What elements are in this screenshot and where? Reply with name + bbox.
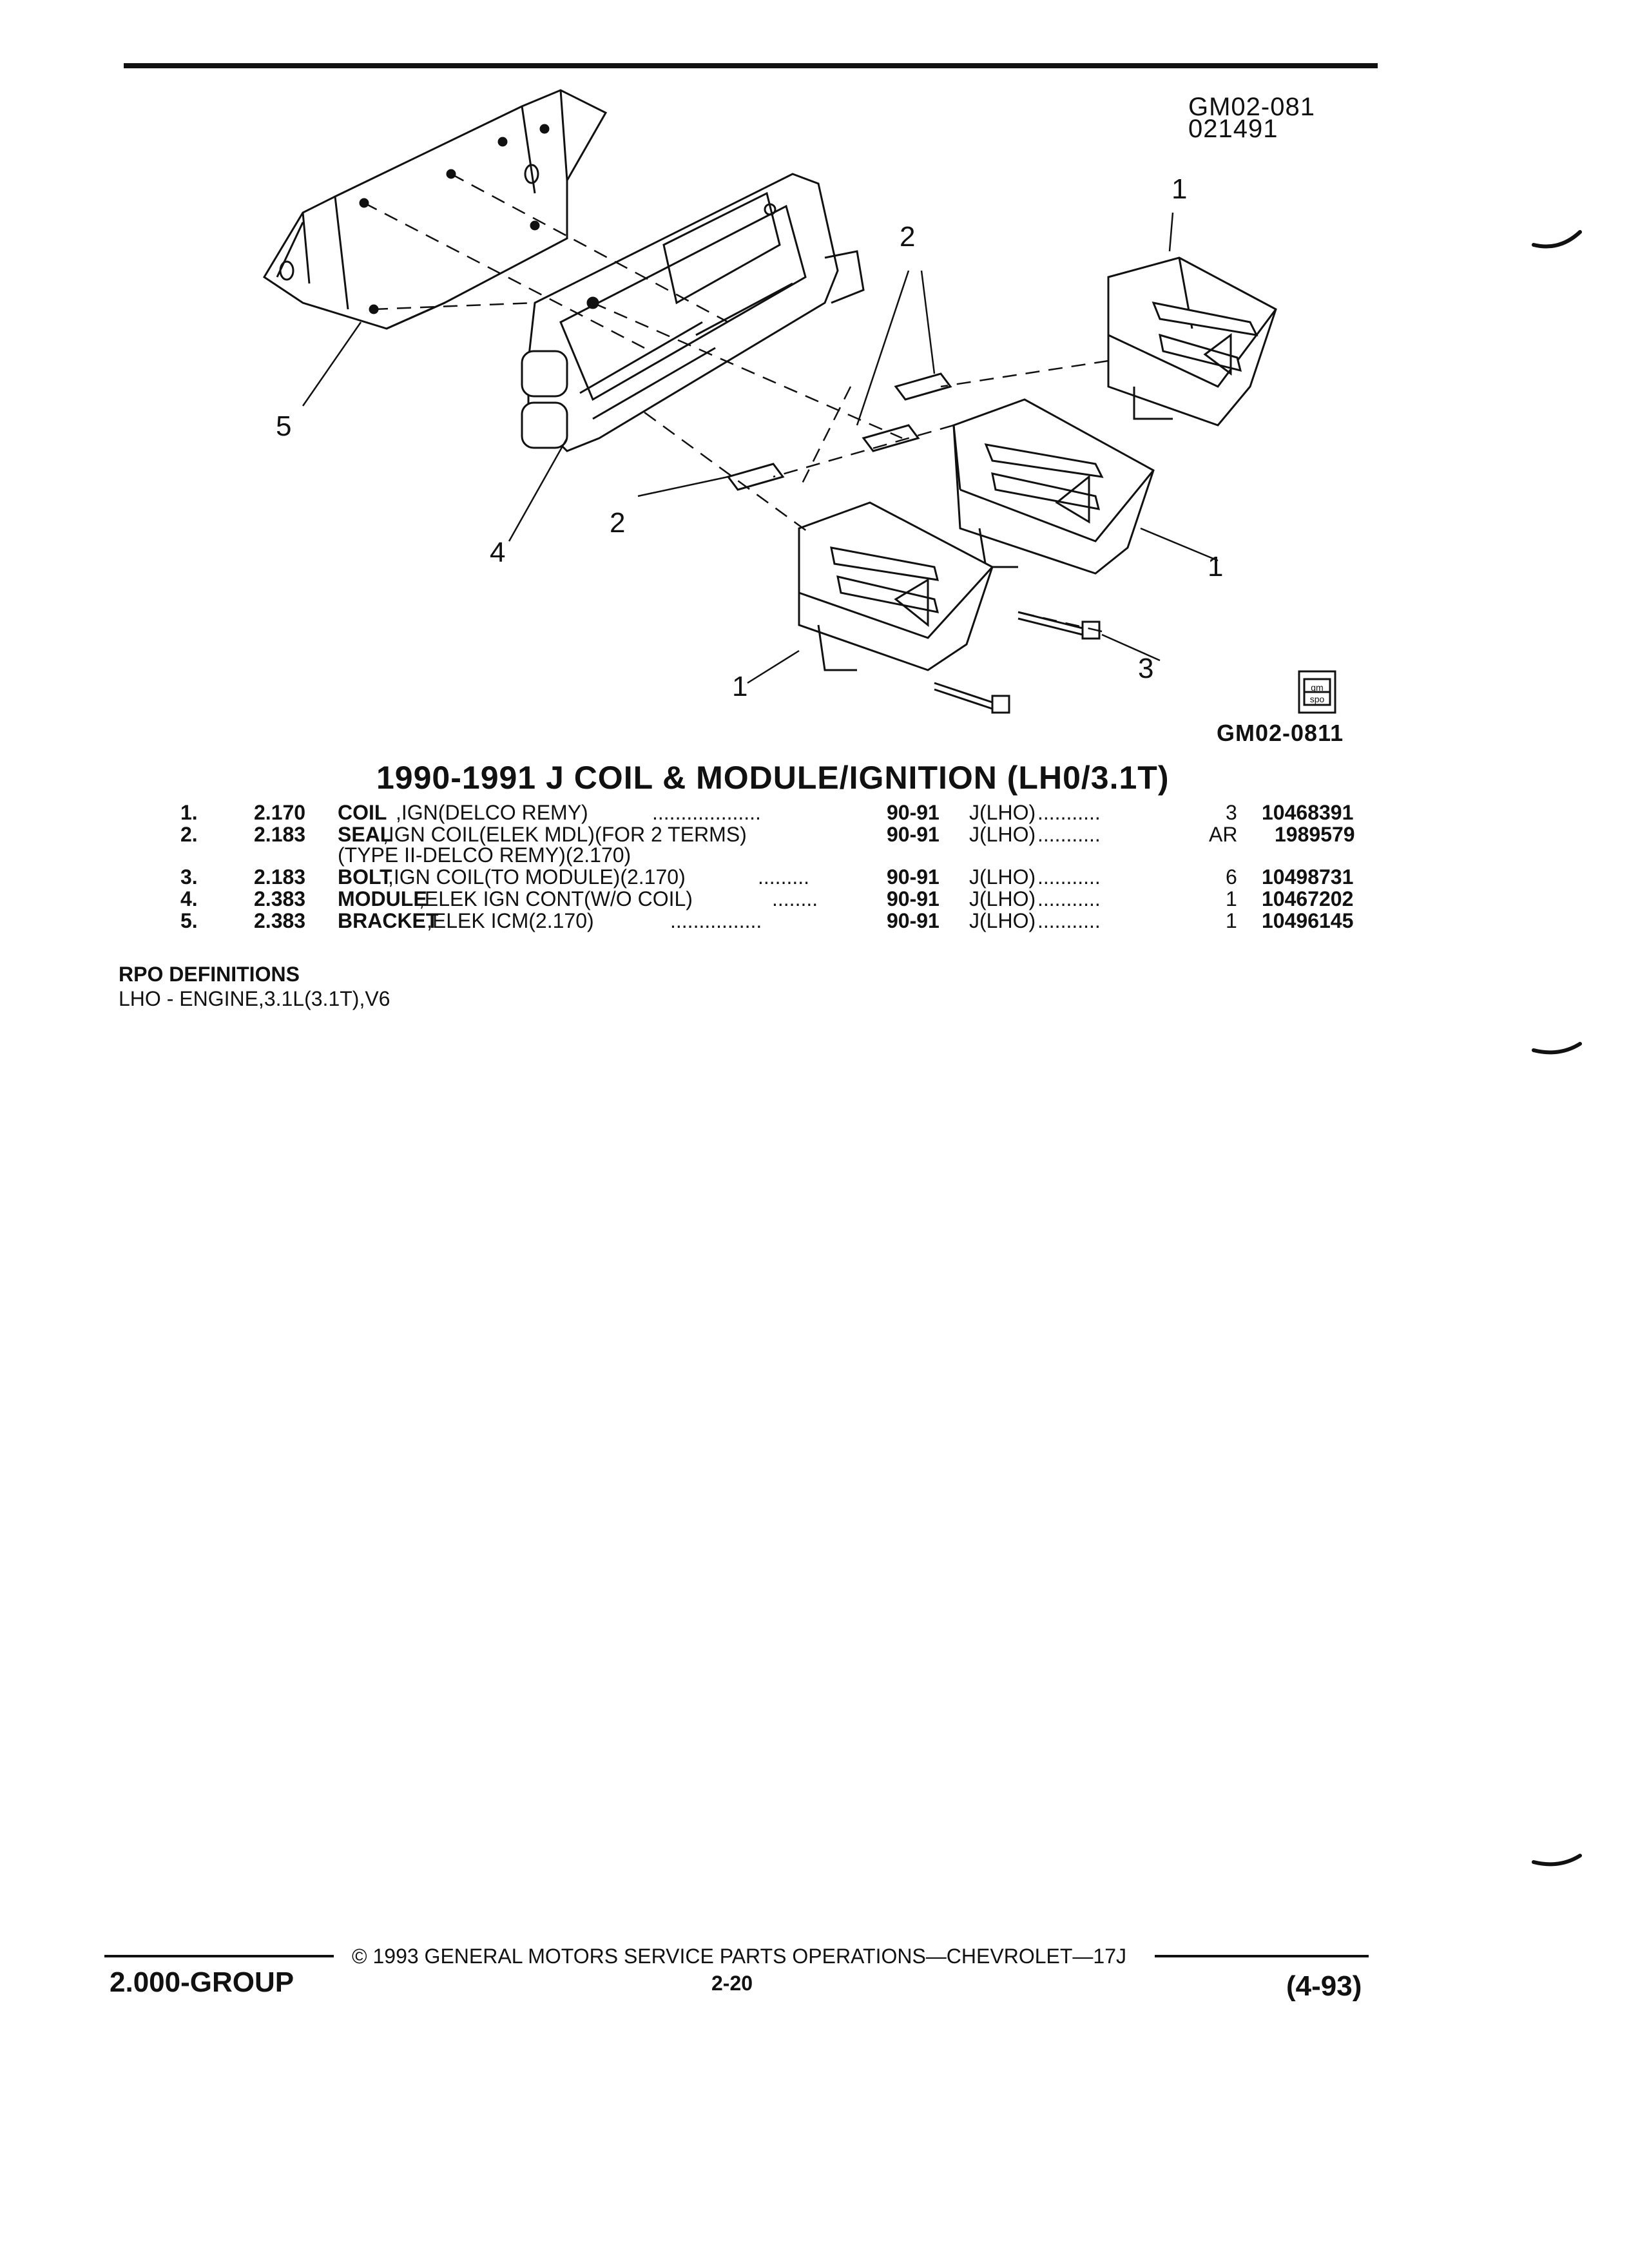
exploded-parts-diagram: gm spo xyxy=(0,0,1629,760)
svg-text:gm: gm xyxy=(1311,682,1323,693)
part-description: ,ELEK ICM(2.170) xyxy=(427,909,594,932)
bracket-drawing xyxy=(264,90,606,329)
model-dots: ........... xyxy=(1037,801,1101,824)
years: 90-91 xyxy=(887,823,940,846)
parts-table: 1. 2.170 COIL ,IGN(DELCO REMY) .........… xyxy=(0,802,1629,943)
quantity: 3 xyxy=(1226,801,1237,824)
model-dots: ........... xyxy=(1037,887,1101,910)
group-number: 2.183 xyxy=(254,823,306,846)
footer-rule-left xyxy=(104,1955,334,1957)
part-name: BOLT xyxy=(338,865,392,889)
callout-coil-middle: 1 xyxy=(1208,551,1224,582)
model: J(LHO) xyxy=(969,909,1036,932)
part-description: ,ELEK IGN CONT(W/O COIL) xyxy=(419,887,693,910)
top-rule xyxy=(124,63,1378,68)
callout-module: 4 xyxy=(490,537,506,568)
seal-drawing-1 xyxy=(896,374,950,399)
callout-coil-bottom: 1 xyxy=(732,671,748,702)
quantity: 1 xyxy=(1226,887,1237,910)
gm-spo-logo: gm spo xyxy=(1299,671,1335,713)
quantity: 6 xyxy=(1226,865,1237,889)
group-number: 2.383 xyxy=(254,887,306,910)
item-number: 2. xyxy=(180,823,198,846)
leader-dots: ......... xyxy=(758,865,810,889)
table-row: 2. 2.183 SEAL ,IGN COIL(ELEK MDL)(FOR 2 … xyxy=(0,823,1629,845)
item-number: 4. xyxy=(180,887,198,910)
part-description-continued: (TYPE II-DELCO REMY)(2.170) xyxy=(338,843,631,867)
callout-bracket: 5 xyxy=(276,410,292,442)
callout-seal-bottom: 2 xyxy=(610,507,626,539)
group-number: 2.383 xyxy=(254,909,306,932)
svg-text:spo: spo xyxy=(1310,694,1325,704)
model: J(LHO) xyxy=(969,887,1036,910)
bolt-drawing-1 xyxy=(1018,612,1099,639)
callout-coil-top: 1 xyxy=(1171,173,1188,205)
model: J(LHO) xyxy=(969,823,1036,846)
rpo-definition: LHO - ENGINE,3.1L(3.1T),V6 xyxy=(119,987,390,1010)
footer-page-number: 2-20 xyxy=(711,1972,753,1995)
part-name: SEAL xyxy=(338,823,393,846)
part-description: ,IGN COIL(ELEK MDL)(FOR 2 TERMS) xyxy=(383,823,747,846)
part-name: COIL xyxy=(338,801,387,824)
coil-drawing-2 xyxy=(954,399,1153,573)
table-row: 1. 2.170 COIL ,IGN(DELCO REMY) .........… xyxy=(0,802,1629,823)
part-number: 10467202 xyxy=(1262,887,1354,910)
module-drawing xyxy=(522,174,863,451)
footer-rule-right xyxy=(1155,1955,1369,1957)
page-title: 1990-1991 J COIL & MODULE/IGNITION (LH0/… xyxy=(376,760,1170,796)
table-row: 3. 2.183 BOLT ,IGN COIL(TO MODULE)(2.170… xyxy=(0,866,1629,888)
scan-margin-marks xyxy=(1521,193,1598,1933)
bolt-drawing-2 xyxy=(934,683,1009,713)
figure-date-code: 021491 xyxy=(1188,115,1278,143)
years: 90-91 xyxy=(887,887,940,910)
quantity: AR xyxy=(1209,823,1238,846)
coil-drawing-3 xyxy=(799,503,992,670)
model-dots: ........... xyxy=(1037,865,1101,889)
years: 90-91 xyxy=(887,801,940,824)
quantity: 1 xyxy=(1226,909,1237,932)
part-description: ,IGN COIL(TO MODULE)(2.170) xyxy=(388,865,686,889)
footer-copyright: © 1993 GENERAL MOTORS SERVICE PARTS OPER… xyxy=(352,1945,1126,1968)
item-number: 1. xyxy=(180,801,198,824)
years: 90-91 xyxy=(887,865,940,889)
seal-drawing-2 xyxy=(863,425,918,451)
group-number: 2.183 xyxy=(254,865,306,889)
years: 90-91 xyxy=(887,909,940,932)
callout-bolt: 3 xyxy=(1138,653,1154,684)
figure-id-bottom: GM02-0811 xyxy=(1217,720,1344,746)
model-dots: ........... xyxy=(1037,823,1101,846)
table-row: 4. 2.383 MODULE ,ELEK IGN CONT(W/O COIL)… xyxy=(0,888,1629,910)
part-number: 10498731 xyxy=(1262,865,1354,889)
group-number: 2.170 xyxy=(254,801,306,824)
footer-revision: (4-93) xyxy=(1286,1970,1362,2002)
item-number: 3. xyxy=(180,865,198,889)
leader-dots: ........ xyxy=(772,887,818,910)
part-number: 10468391 xyxy=(1262,801,1354,824)
item-number: 5. xyxy=(180,909,198,932)
part-number: 1989579 xyxy=(1275,823,1355,846)
part-description: ,IGN(DELCO REMY) xyxy=(396,801,588,824)
footer-group: 2.000-GROUP xyxy=(110,1966,294,1998)
part-number: 10496145 xyxy=(1262,909,1354,932)
part-name: MODULE xyxy=(338,887,427,910)
part-name: BRACKET xyxy=(338,909,439,932)
callout-seal-top: 2 xyxy=(900,221,916,253)
model-dots: ........... xyxy=(1037,909,1101,932)
model: J(LHO) xyxy=(969,865,1036,889)
leader-dots: ................ xyxy=(670,909,762,932)
table-row: 5. 2.383 BRACKET ,ELEK ICM(2.170) ......… xyxy=(0,910,1629,932)
leader-dots: ................... xyxy=(652,801,761,824)
coil-drawing-1 xyxy=(1108,258,1276,425)
model: J(LHO) xyxy=(969,801,1036,824)
rpo-heading: RPO DEFINITIONS xyxy=(119,963,300,986)
figure-id-top: GM02-081 xyxy=(1188,93,1315,121)
table-row-continuation: (TYPE II-DELCO REMY)(2.170) xyxy=(0,844,1629,866)
